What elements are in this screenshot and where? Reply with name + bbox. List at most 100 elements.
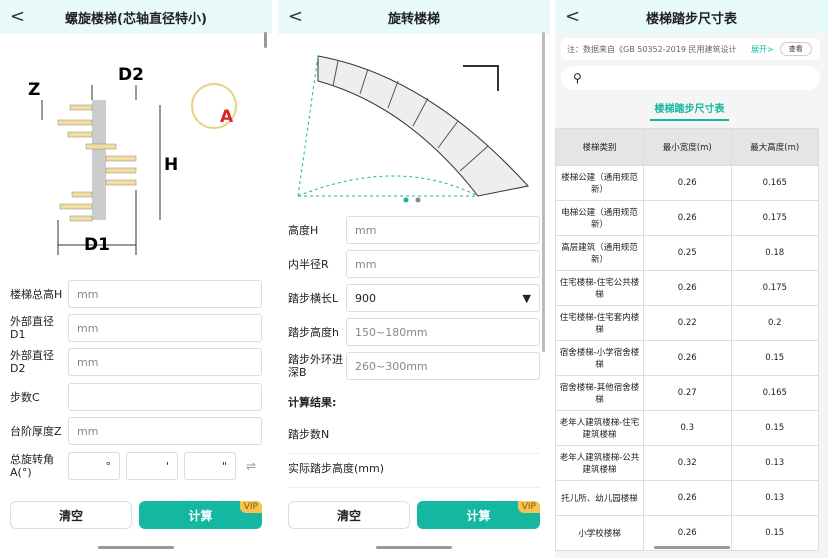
field-d2: 外部直径D2 mm — [10, 348, 262, 376]
max-height-cell: 0.13 — [730, 480, 819, 516]
label: 步数C — [10, 390, 40, 404]
degree-input[interactable]: ° — [68, 452, 120, 480]
min-width-cell: 0.3 — [643, 410, 732, 446]
d1-input[interactable]: mm — [68, 314, 262, 342]
category-cell: 高层建筑（通用规范新） — [555, 235, 644, 271]
label-a: A — [220, 107, 234, 127]
category-cell: 托儿所、幼儿园楼梯 — [555, 480, 644, 516]
max-height-cell: 0.165 — [730, 375, 819, 411]
label-h: H — [164, 155, 178, 175]
category-cell: 宿舍楼梯-小学宿舍楼梯 — [555, 340, 644, 376]
header: <旋转楼梯 — [278, 0, 550, 34]
header: < 螺旋楼梯(芯轴直径特小) — [0, 0, 272, 34]
result-actual-step-height: 实际踏步高度(mm) — [288, 454, 540, 488]
minute-input[interactable]: ' — [126, 452, 178, 480]
field-tread-length: 踏步横长L 900▼ — [288, 284, 540, 312]
label: 踏步外环进深B — [288, 353, 343, 379]
min-width-cell: 0.26 — [643, 515, 732, 551]
back-icon[interactable]: < — [565, 6, 581, 27]
step-height-input[interactable]: 150~180mm — [346, 318, 540, 346]
min-width-cell: 0.26 — [643, 165, 732, 201]
category-cell: 住宅楼梯-住宅公共楼梯 — [555, 270, 644, 306]
step-depth-input[interactable]: 260~300mm — [346, 352, 540, 380]
results-title: 计算结果: — [288, 396, 337, 409]
max-height-cell: 0.15 — [730, 340, 819, 376]
category-cell: 老年人建筑楼梯-公共建筑楼梯 — [555, 445, 644, 481]
home-indicator[interactable] — [98, 546, 174, 549]
back-icon[interactable]: < — [10, 6, 26, 27]
label: 外部直径D2 — [10, 349, 54, 375]
page-title: 螺旋楼梯(芯轴直径特小) — [65, 11, 207, 27]
scrollbar[interactable] — [264, 32, 267, 48]
vip-badge: VIP — [517, 501, 540, 513]
label-d1: D1 — [84, 235, 110, 255]
min-width-cell: 0.26 — [643, 200, 732, 236]
max-height-cell: 0.175 — [730, 200, 819, 236]
calculate-label: 计算 — [188, 508, 213, 523]
max-height-cell: 0.13 — [730, 445, 819, 481]
table-header-row: 楼梯类别最小宽度(m)最大高度(m) — [555, 128, 819, 166]
second-input[interactable]: " — [184, 452, 236, 480]
category-cell: 宿舍楼梯-其他宿舍楼梯 — [555, 375, 644, 411]
min-width-cell: 0.26 — [643, 480, 732, 516]
category-cell: 小学校楼梯 — [555, 515, 644, 551]
home-indicator[interactable] — [376, 546, 452, 549]
min-width-cell: 0.22 — [643, 305, 732, 341]
column-header: 最大高度(m) — [730, 128, 819, 166]
search-icon: ⚲ — [573, 71, 582, 85]
column-header: 最小宽度(m) — [643, 128, 732, 166]
expand-link[interactable]: 展开> — [751, 44, 774, 54]
tab-stair-tread-table[interactable]: 楼梯踏步尺寸表 — [650, 100, 729, 121]
source-note: 注：数据来自《GB 50352-2019 民用建筑设计展开> 查看 — [561, 38, 820, 60]
field-steps: 步数C — [10, 383, 262, 411]
steps-input[interactable] — [68, 383, 262, 411]
inner-radius-input[interactable]: mm — [346, 250, 540, 278]
category-cell: 老年人建筑楼梯-住宅建筑楼梯 — [555, 410, 644, 446]
home-indicator[interactable] — [653, 546, 730, 549]
clear-button[interactable]: 清空 — [288, 501, 410, 529]
clear-button[interactable]: 清空 — [10, 501, 132, 529]
field-height: 高度H mm — [288, 216, 540, 244]
max-height-cell: 0.18 — [730, 235, 819, 271]
min-width-cell: 0.32 — [643, 445, 732, 481]
category-cell: 电梯公建（通用规范新） — [555, 200, 644, 236]
category-cell: 住宅楼梯-住宅套内楼梯 — [555, 305, 644, 341]
max-height-cell: 0.2 — [730, 305, 819, 341]
label: 楼梯总高H — [10, 287, 63, 301]
label: 台阶厚度Z — [10, 424, 62, 438]
back-icon[interactable]: < — [288, 6, 304, 27]
min-width-cell: 0.26 — [643, 340, 732, 376]
stair-tread-table-panel: < 楼梯踏步尺寸表 注：数据来自《GB 50352-2019 民用建筑设计展开> … — [555, 0, 828, 558]
view-button[interactable]: 查看 — [779, 42, 812, 56]
result-step-count: 踏步数N — [288, 420, 540, 454]
height-input[interactable]: mm — [346, 216, 540, 244]
search-input[interactable]: ⚲ — [561, 66, 820, 90]
min-width-cell: 0.27 — [643, 375, 732, 411]
label: 总旋转角A(°) — [10, 453, 54, 479]
d2-input[interactable]: mm — [68, 348, 262, 376]
category-cell: 楼梯公建（通用规范新） — [555, 165, 644, 201]
page-title: 楼梯踏步尺寸表 — [645, 11, 737, 27]
total-height-input[interactable]: mm — [68, 280, 262, 308]
label-z: Z — [28, 80, 40, 100]
label: 踏步横长L — [288, 291, 339, 305]
swap-icon[interactable]: ⇌ — [246, 459, 257, 473]
selected-value: 900 — [355, 291, 376, 305]
scrollbar[interactable] — [542, 32, 545, 352]
max-height-cell: 0.15 — [730, 410, 819, 446]
thickness-input[interactable]: mm — [68, 417, 262, 445]
column-header: 楼梯类别 — [555, 128, 644, 166]
label: 高度H — [288, 223, 319, 237]
tread-length-select[interactable]: 900▼ — [346, 284, 540, 312]
